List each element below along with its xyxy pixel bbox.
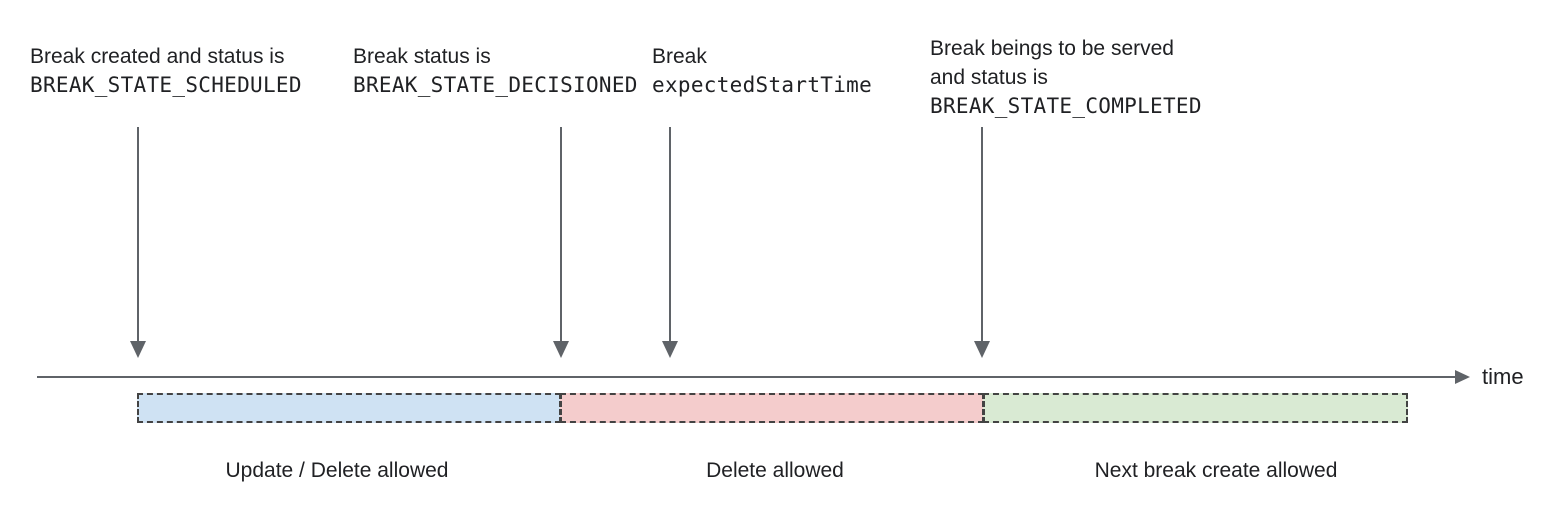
down-arrow-icon [130,127,146,358]
arrow-head [662,341,678,358]
arrow-shaft [669,127,671,343]
arrow-shaft [560,127,562,343]
annotation-expected-start-time: Break expectedStartTime [652,42,872,100]
arrow-head [553,341,569,358]
down-arrow-icon [662,127,678,358]
segment-delete-allowed [560,393,984,423]
annotation-text: Break beings to be served [930,37,1174,60]
arrow-head [130,341,146,358]
annotation-code: BREAK_STATE_DECISIONED [353,73,638,97]
annotation-break-completed: Break beings to be served and status is … [930,34,1202,121]
segment-label-next-break: Next break create allowed [1094,459,1338,482]
annotation-break-scheduled: Break created and status is BREAK_STATE_… [30,42,302,100]
segment-update-delete-allowed [137,393,561,423]
annotation-code: BREAK_STATE_COMPLETED [930,94,1202,118]
annotation-code: expectedStartTime [652,73,873,97]
down-arrow-icon [974,127,990,358]
arrow-shaft [137,127,139,343]
segment-next-break-create-allowed [983,393,1408,423]
annotation-text: and status is [930,66,1048,89]
time-axis [37,376,1456,378]
arrow-head [974,341,990,358]
segment-label-delete: Delete allowed [706,459,844,482]
down-arrow-icon [553,127,569,358]
annotation-code: BREAK_STATE_SCHEDULED [30,73,302,97]
time-axis-label: time [1482,364,1524,389]
arrow-shaft [981,127,983,343]
annotation-break-decisioned: Break status is BREAK_STATE_DECISIONED [353,42,638,100]
segment-label-update-delete: Update / Delete allowed [225,459,449,482]
annotation-text: Break [652,45,707,68]
annotation-text: Break status is [353,45,491,68]
right-arrow-icon [1455,370,1470,384]
annotation-text: Break created and status is [30,45,285,68]
